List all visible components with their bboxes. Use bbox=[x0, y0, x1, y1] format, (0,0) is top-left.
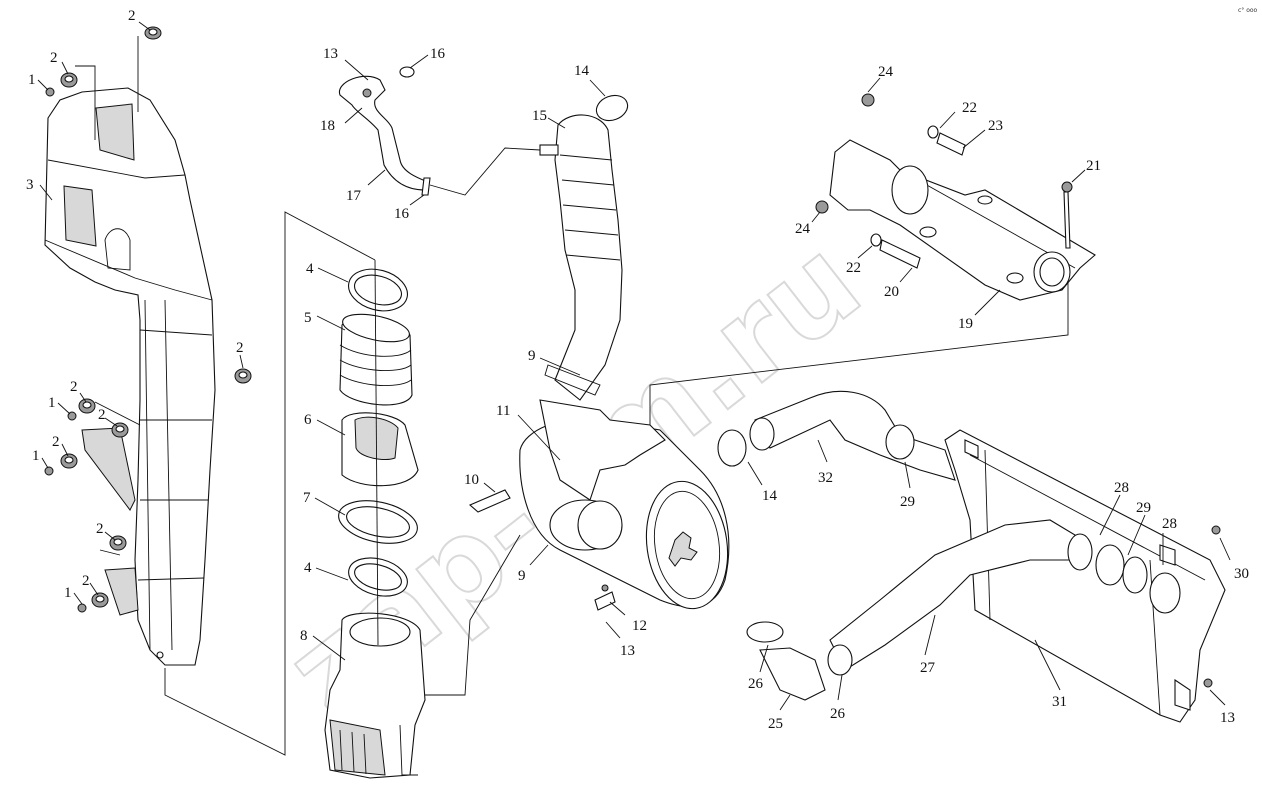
callout-label: 16 bbox=[394, 206, 410, 222]
callout-label: 15 bbox=[532, 108, 547, 124]
air-cleaner-part-11 bbox=[468, 282, 1069, 639]
callout-label: 29 bbox=[1136, 500, 1151, 516]
callout-label: 3 bbox=[26, 177, 34, 193]
corner-code: c° ooo bbox=[1238, 7, 1258, 14]
intake-duct-part-3 bbox=[44, 87, 216, 666]
callout-label: 22 bbox=[846, 260, 861, 276]
callout-label: 2 bbox=[98, 407, 106, 423]
callout-label: 13 bbox=[323, 46, 338, 62]
callout-label: 21 bbox=[1086, 158, 1101, 174]
radiator-part-31 bbox=[944, 429, 1226, 723]
callout-label: 2 bbox=[82, 573, 90, 589]
callout-label: 26 bbox=[830, 706, 846, 722]
callout-label: 13 bbox=[1220, 710, 1235, 726]
callout-label: 29 bbox=[900, 494, 915, 510]
callout-label: 17 bbox=[346, 188, 362, 204]
callout-label: 14 bbox=[574, 63, 590, 79]
callout-label: 1 bbox=[28, 72, 36, 88]
callout-label: 2 bbox=[128, 8, 136, 24]
callout-labels: 2 2 1 3 2 2 1 2 2 1 2 2 1 13 16 18 17 16… bbox=[26, 8, 1249, 732]
bracket-part-19 bbox=[811, 77, 1096, 316]
callout-label: 27 bbox=[920, 660, 936, 676]
callout-label: 4 bbox=[304, 560, 312, 576]
bolt-parts-1 bbox=[44, 87, 87, 613]
callout-label: 6 bbox=[304, 412, 312, 428]
callout-label: 23 bbox=[988, 118, 1003, 134]
callout-label: 28 bbox=[1114, 480, 1129, 496]
callout-label: 9 bbox=[518, 568, 526, 584]
callout-label: 19 bbox=[958, 316, 973, 332]
callout-label: 2 bbox=[52, 434, 60, 450]
callout-label: 32 bbox=[818, 470, 833, 486]
corrugated-hose-part-15 bbox=[539, 79, 629, 401]
exploded-seal-parts bbox=[324, 268, 426, 779]
callout-label: 2 bbox=[236, 340, 244, 356]
callout-label: 18 bbox=[320, 118, 335, 134]
callout-label: 1 bbox=[64, 585, 72, 601]
callout-label: 24 bbox=[878, 64, 894, 80]
charge-pipe-parts bbox=[717, 390, 1231, 711]
callout-label: 16 bbox=[430, 46, 446, 62]
callout-label: 9 bbox=[528, 348, 536, 364]
callout-label: 26 bbox=[748, 676, 764, 692]
leader-lines-center-left bbox=[312, 259, 521, 696]
callout-label: 2 bbox=[50, 50, 58, 66]
callout-label: 14 bbox=[762, 488, 778, 504]
callout-label: 1 bbox=[48, 395, 56, 411]
callout-label: 20 bbox=[884, 284, 899, 300]
callout-label: 22 bbox=[962, 100, 977, 116]
callout-label: 28 bbox=[1162, 516, 1177, 532]
callout-label: 13 bbox=[620, 643, 635, 659]
leader-lines-left bbox=[37, 21, 376, 756]
callout-label: 10 bbox=[464, 472, 479, 488]
callout-label: 30 bbox=[1234, 566, 1249, 582]
callout-label: 7 bbox=[303, 490, 311, 506]
callout-label: 25 bbox=[768, 716, 783, 732]
callout-label: 5 bbox=[304, 310, 312, 326]
callout-label: 24 bbox=[795, 221, 811, 237]
callout-label: 11 bbox=[496, 403, 510, 419]
callout-label: 2 bbox=[70, 379, 78, 395]
callout-label: 1 bbox=[32, 448, 40, 464]
callout-label: 31 bbox=[1052, 694, 1067, 710]
callout-label: 8 bbox=[300, 628, 308, 644]
small-hose-parts bbox=[339, 54, 541, 206]
callout-label: 2 bbox=[96, 521, 104, 537]
callout-label: 12 bbox=[632, 618, 647, 634]
grommet-parts-2 bbox=[60, 26, 252, 608]
callout-label: 4 bbox=[306, 261, 314, 277]
